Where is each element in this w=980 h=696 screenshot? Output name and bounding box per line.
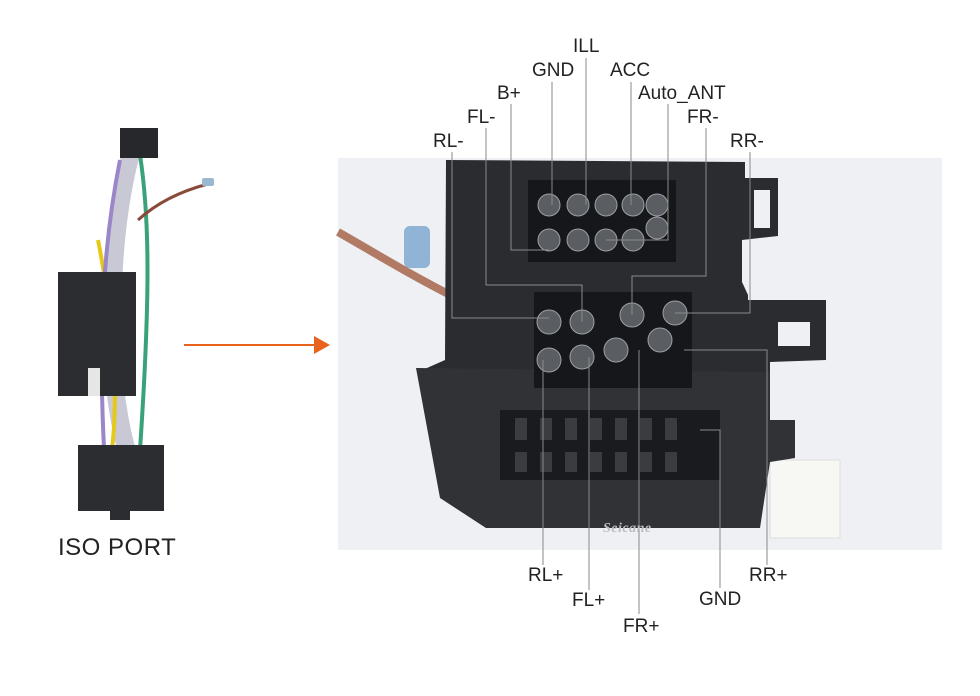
leader-rr-minus [675, 152, 751, 314]
harness-wire-brown [136, 182, 209, 222]
label-rl-minus: RL- [433, 131, 464, 152]
connector-latch-top [754, 190, 770, 228]
label-auto-ant: Auto_ANT [638, 83, 726, 104]
label-b-plus: B+ [497, 83, 521, 104]
harness-iso-plug-tab [110, 506, 130, 520]
photo-white-plug [769, 459, 841, 539]
connector-upper-block [418, 160, 826, 372]
label-fr-plus: FR+ [623, 616, 660, 637]
photo-plug [404, 226, 430, 268]
leader-rl-minus [451, 152, 549, 319]
iso-connector [416, 160, 826, 528]
seicane-watermark: Seicane [603, 521, 652, 536]
leader-gnd-bottom [700, 429, 721, 588]
harness-wire-green [138, 154, 150, 451]
harness-label-sticker [88, 368, 100, 396]
label-acc: ACC [610, 60, 651, 81]
label-rl-plus: RL+ [528, 565, 564, 586]
iso-port-caption: ISO PORT [58, 534, 177, 561]
label-fr-minus: FR- [687, 107, 719, 128]
label-gnd-top: GND [532, 60, 575, 81]
arrow-icon [184, 336, 330, 354]
label-gnd-bottom: GND [699, 589, 742, 610]
leader-b-plus [510, 104, 549, 251]
leader-fr-minus [631, 128, 707, 315]
harness-top-plug [120, 128, 158, 158]
iso-harness-illustration [58, 128, 214, 520]
harness-iso-plug [78, 445, 164, 511]
label-ill: ILL [573, 36, 600, 57]
leader-lines [451, 58, 768, 614]
label-rr-plus: RR+ [749, 565, 788, 586]
label-fl-minus: FL- [467, 107, 496, 128]
leader-rr-plus [684, 349, 768, 565]
leader-fl-minus [485, 128, 583, 322]
connector-latch-right [778, 322, 810, 346]
leader-auto-ant [606, 104, 669, 241]
connector-bottom-slots [500, 410, 720, 480]
harness-wire-tip [202, 178, 214, 186]
photo-cable [336, 228, 462, 304]
label-fl-plus: FL+ [572, 590, 606, 611]
label-rr-minus: RR- [730, 131, 764, 152]
